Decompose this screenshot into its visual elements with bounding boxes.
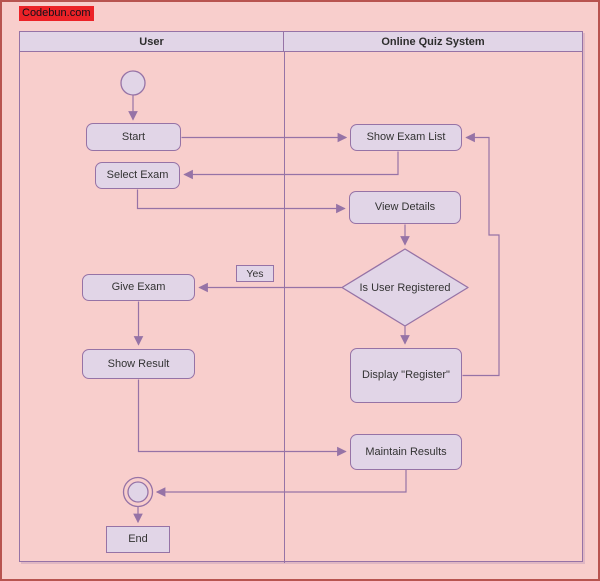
decision-diamond-is-user-registered bbox=[341, 248, 469, 327]
node-maintain-results: Maintain Results bbox=[350, 434, 462, 470]
node-start: Start bbox=[86, 123, 181, 151]
node-give-exam: Give Exam bbox=[82, 274, 195, 301]
edge-display-register-to-show-exam-list bbox=[462, 132, 500, 377]
edge-maintain-results-to-final bbox=[155, 470, 407, 497]
lane-title-user: User bbox=[20, 32, 284, 51]
final-node-outer-ring bbox=[122, 476, 154, 508]
node-select-exam: Select Exam bbox=[95, 162, 180, 189]
initial-node bbox=[120, 70, 146, 96]
lane-divider bbox=[284, 52, 285, 563]
node-view-details: View Details bbox=[349, 191, 461, 224]
edge-label-yes: Yes bbox=[236, 265, 274, 282]
node-end: End bbox=[106, 526, 170, 553]
edge-select-exam-to-view-details bbox=[136, 189, 346, 214]
swimlane-header: User Online Quiz System bbox=[20, 32, 582, 52]
decision-label-is-user-registered: Is User Registered bbox=[359, 281, 451, 294]
final-node-inner-circle bbox=[127, 481, 149, 503]
edge-show-exam-list-to-select-exam bbox=[183, 151, 399, 180]
node-display-register: Display "Register" bbox=[350, 348, 462, 403]
node-show-exam-list: Show Exam List bbox=[350, 124, 462, 151]
codebun-watermark: Codebun.com bbox=[19, 6, 94, 21]
swimlane-pool: User Online Quiz System bbox=[19, 31, 583, 563]
edge-show-result-to-maintain-results bbox=[137, 379, 347, 457]
node-show-result: Show Result bbox=[82, 349, 195, 379]
lane-title-online-quiz-system: Online Quiz System bbox=[381, 35, 485, 48]
